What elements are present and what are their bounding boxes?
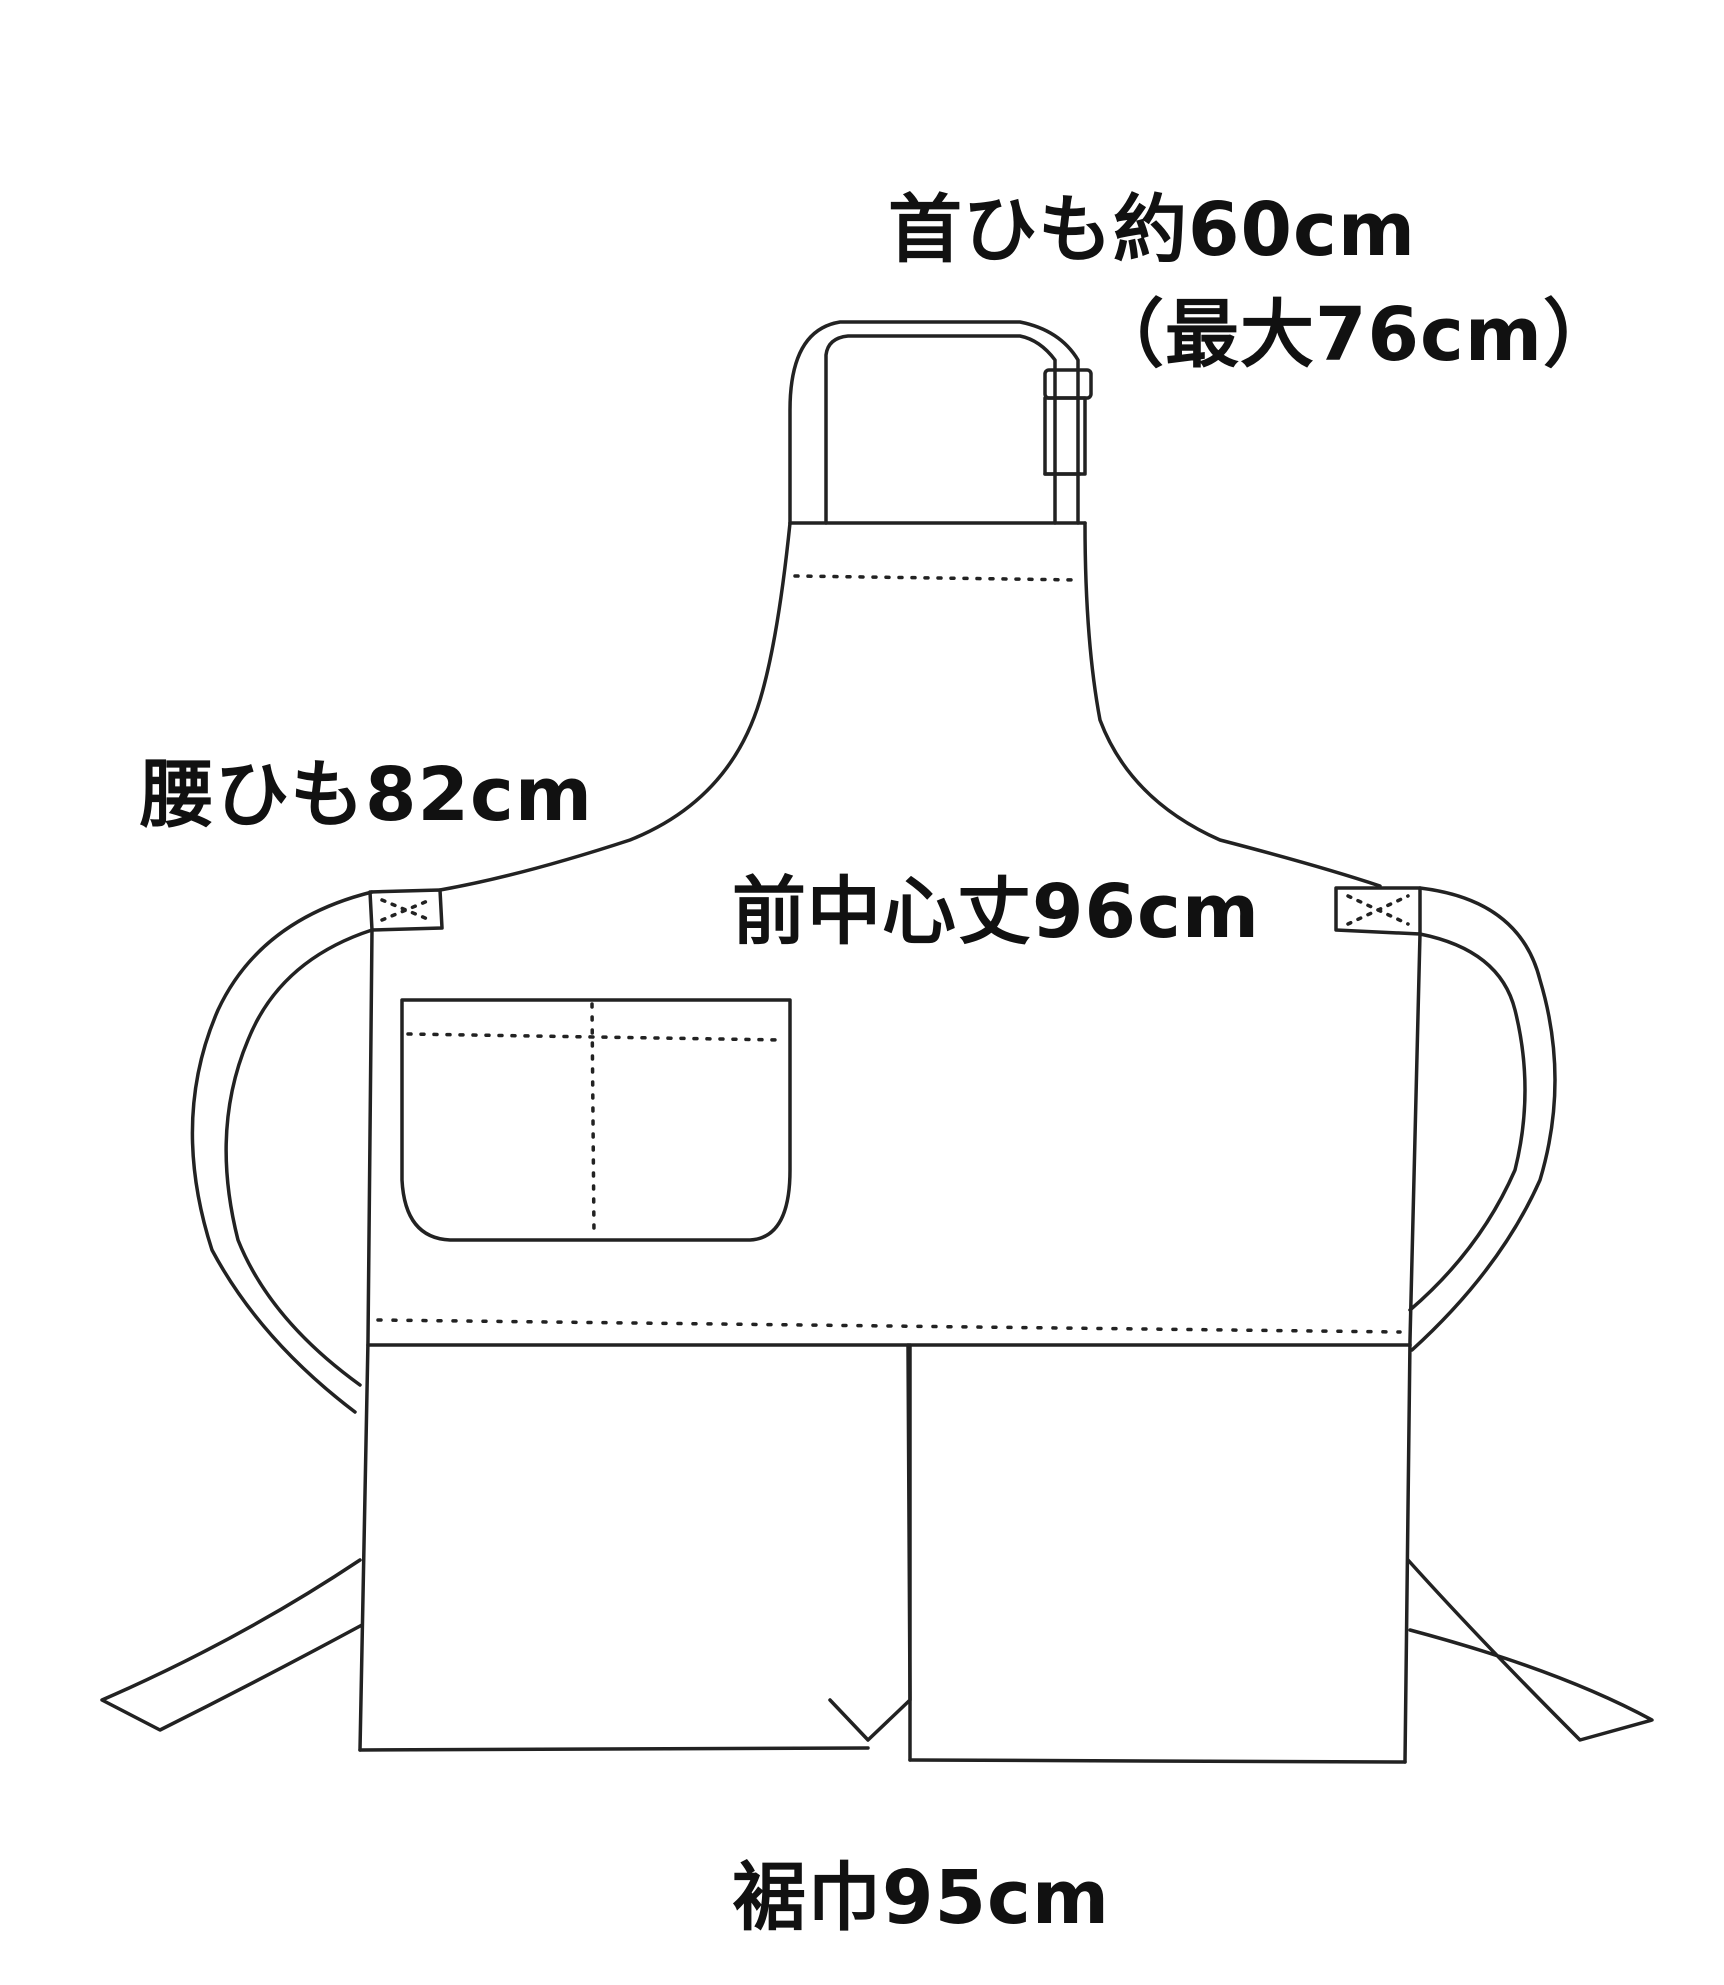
waist-stitch <box>376 1318 1402 1334</box>
waist-strap-right-upper <box>1410 886 1557 1352</box>
apron-outline-left <box>438 521 792 892</box>
waist-strap-label: 腰ひも82cm <box>140 752 593 838</box>
neck-strap-buckle <box>1043 368 1093 400</box>
hem-width-label: 裾巾95cm <box>732 1855 1110 1941</box>
neck-strap-inner <box>824 334 1057 525</box>
waist-tab-left <box>368 888 444 932</box>
bib-top-stitch <box>793 574 1082 582</box>
hem-left <box>358 1746 870 1752</box>
hem-right <box>908 1758 1407 1764</box>
neck-strap-max-label: （最大76cm） <box>1090 292 1618 378</box>
waist-strap-left-lower <box>100 1558 364 1732</box>
waist-strap-right-lower <box>1406 1558 1654 1742</box>
chest-pocket-stitch-h <box>406 1032 784 1042</box>
body-left-side <box>358 928 374 1752</box>
chest-pocket-stitch-v <box>590 1002 596 1236</box>
waist-strap-right-inner <box>1408 932 1527 1312</box>
body-right-side <box>1403 932 1422 1764</box>
waist-strap-left-inner <box>224 928 374 1387</box>
waist-strap-left-upper <box>190 890 374 1414</box>
chest-pocket <box>400 998 792 1242</box>
skirt-split-left <box>828 1343 912 1742</box>
neck-strap <box>788 320 1080 525</box>
center-front-length-label: 前中心丈96cm <box>732 869 1260 955</box>
apron-outline-right <box>1083 521 1382 888</box>
neck-strap-label: 首ひも約60cm <box>888 187 1416 273</box>
